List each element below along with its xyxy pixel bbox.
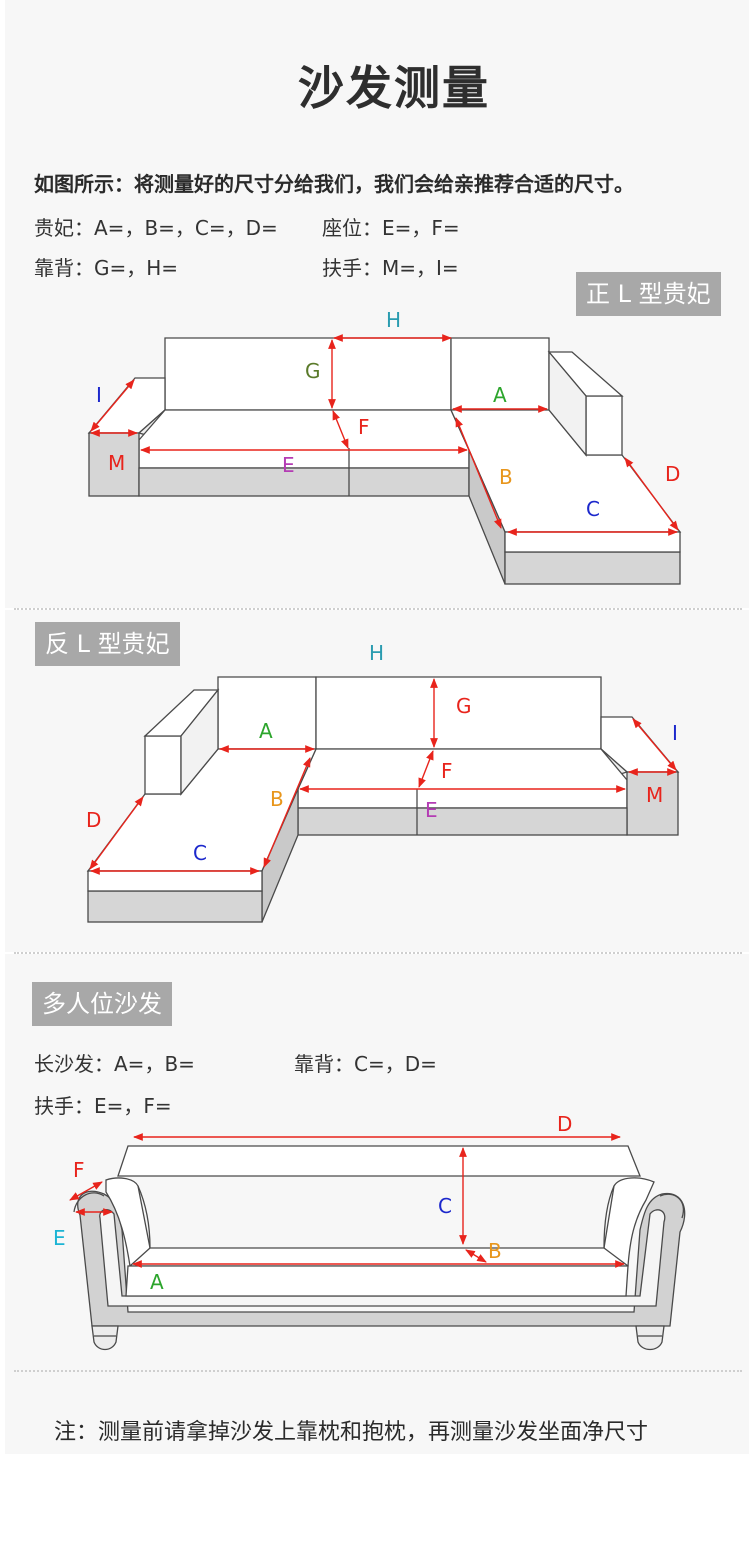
left-arm-front: [88, 432, 140, 497]
arrow-b: [263, 757, 311, 868]
seat-base: [297, 807, 628, 836]
label-c: C: [586, 497, 600, 521]
page-title: 沙发测量: [298, 61, 490, 115]
foot-left: [91, 1325, 119, 1351]
intro-text: 如图所示：将测量好的尺寸分给我们，我们会给亲推荐合适的尺寸。: [34, 172, 634, 196]
right-arm-front: [626, 771, 679, 836]
label-a: A: [493, 383, 507, 407]
label-g: G: [305, 359, 321, 383]
label-f: F: [441, 759, 453, 783]
foot-right: [635, 1325, 665, 1351]
label-b: B: [499, 465, 513, 489]
arrow-b: [465, 1249, 487, 1263]
measure-note: 注：测量前请拿掉沙发上靠枕和抱枕，再测量沙发坐面净尺寸: [54, 1420, 649, 1445]
divider-3: [14, 1370, 742, 1372]
tag-l-chaise: 正 L 型贵妃: [576, 272, 721, 316]
label-d: D: [665, 462, 680, 486]
divider-1: [14, 608, 742, 610]
label-a: A: [259, 719, 273, 743]
divider-2: [14, 952, 742, 954]
label-e: E: [425, 798, 438, 822]
label-h: H: [386, 308, 401, 332]
back-cushion: [117, 1145, 641, 1177]
label-i: I: [96, 383, 102, 407]
arrow-b: [455, 417, 502, 529]
label-b: B: [488, 1239, 502, 1263]
seat-back: [105, 1177, 655, 1267]
label-g: G: [456, 694, 472, 718]
label-c: C: [193, 841, 207, 865]
label-b: B: [270, 787, 284, 811]
label-m: M: [108, 451, 125, 475]
spec-multi-arm: 扶手：E=，F=: [34, 1094, 172, 1118]
label-f: F: [358, 415, 370, 439]
tag-rev-l-chaise: 反 L 型贵妃: [35, 622, 180, 666]
label-m: M: [646, 783, 663, 807]
label-c: C: [438, 1194, 452, 1218]
spec-arm: 扶手：M=，I=: [322, 256, 459, 280]
spec-multi-back: 靠背：C=，D=: [294, 1052, 437, 1076]
arrow-i: [632, 718, 677, 771]
label-d: D: [557, 1112, 572, 1136]
spec-chaise: 贵妃：A=，B=，C=，D=: [34, 216, 278, 240]
arrow-i: [90, 379, 135, 432]
arrow-d: [624, 457, 679, 531]
arrow-f: [69, 1181, 103, 1201]
tag-multi-seat: 多人位沙发: [32, 982, 172, 1026]
chaise-arm-front: [144, 735, 182, 795]
spec-long-sofa: 长沙发：A=，B=: [34, 1052, 195, 1076]
label-h: H: [369, 641, 384, 665]
seat-front: [125, 1265, 629, 1297]
chaise-base: [87, 890, 263, 923]
label-i: I: [672, 721, 678, 745]
label-d: D: [86, 808, 101, 832]
spec-back: 靠背：G=，H=: [34, 256, 179, 280]
spec-seat: 座位：E=，F=: [322, 216, 460, 240]
label-a: A: [150, 1270, 164, 1294]
label-e: E: [282, 453, 295, 477]
seat-base: [138, 467, 470, 497]
label-f: F: [73, 1158, 85, 1182]
arrow-f: [418, 750, 434, 788]
arrow-d: [89, 796, 144, 870]
label-e: E: [53, 1226, 66, 1250]
arrow-f: [332, 410, 349, 449]
